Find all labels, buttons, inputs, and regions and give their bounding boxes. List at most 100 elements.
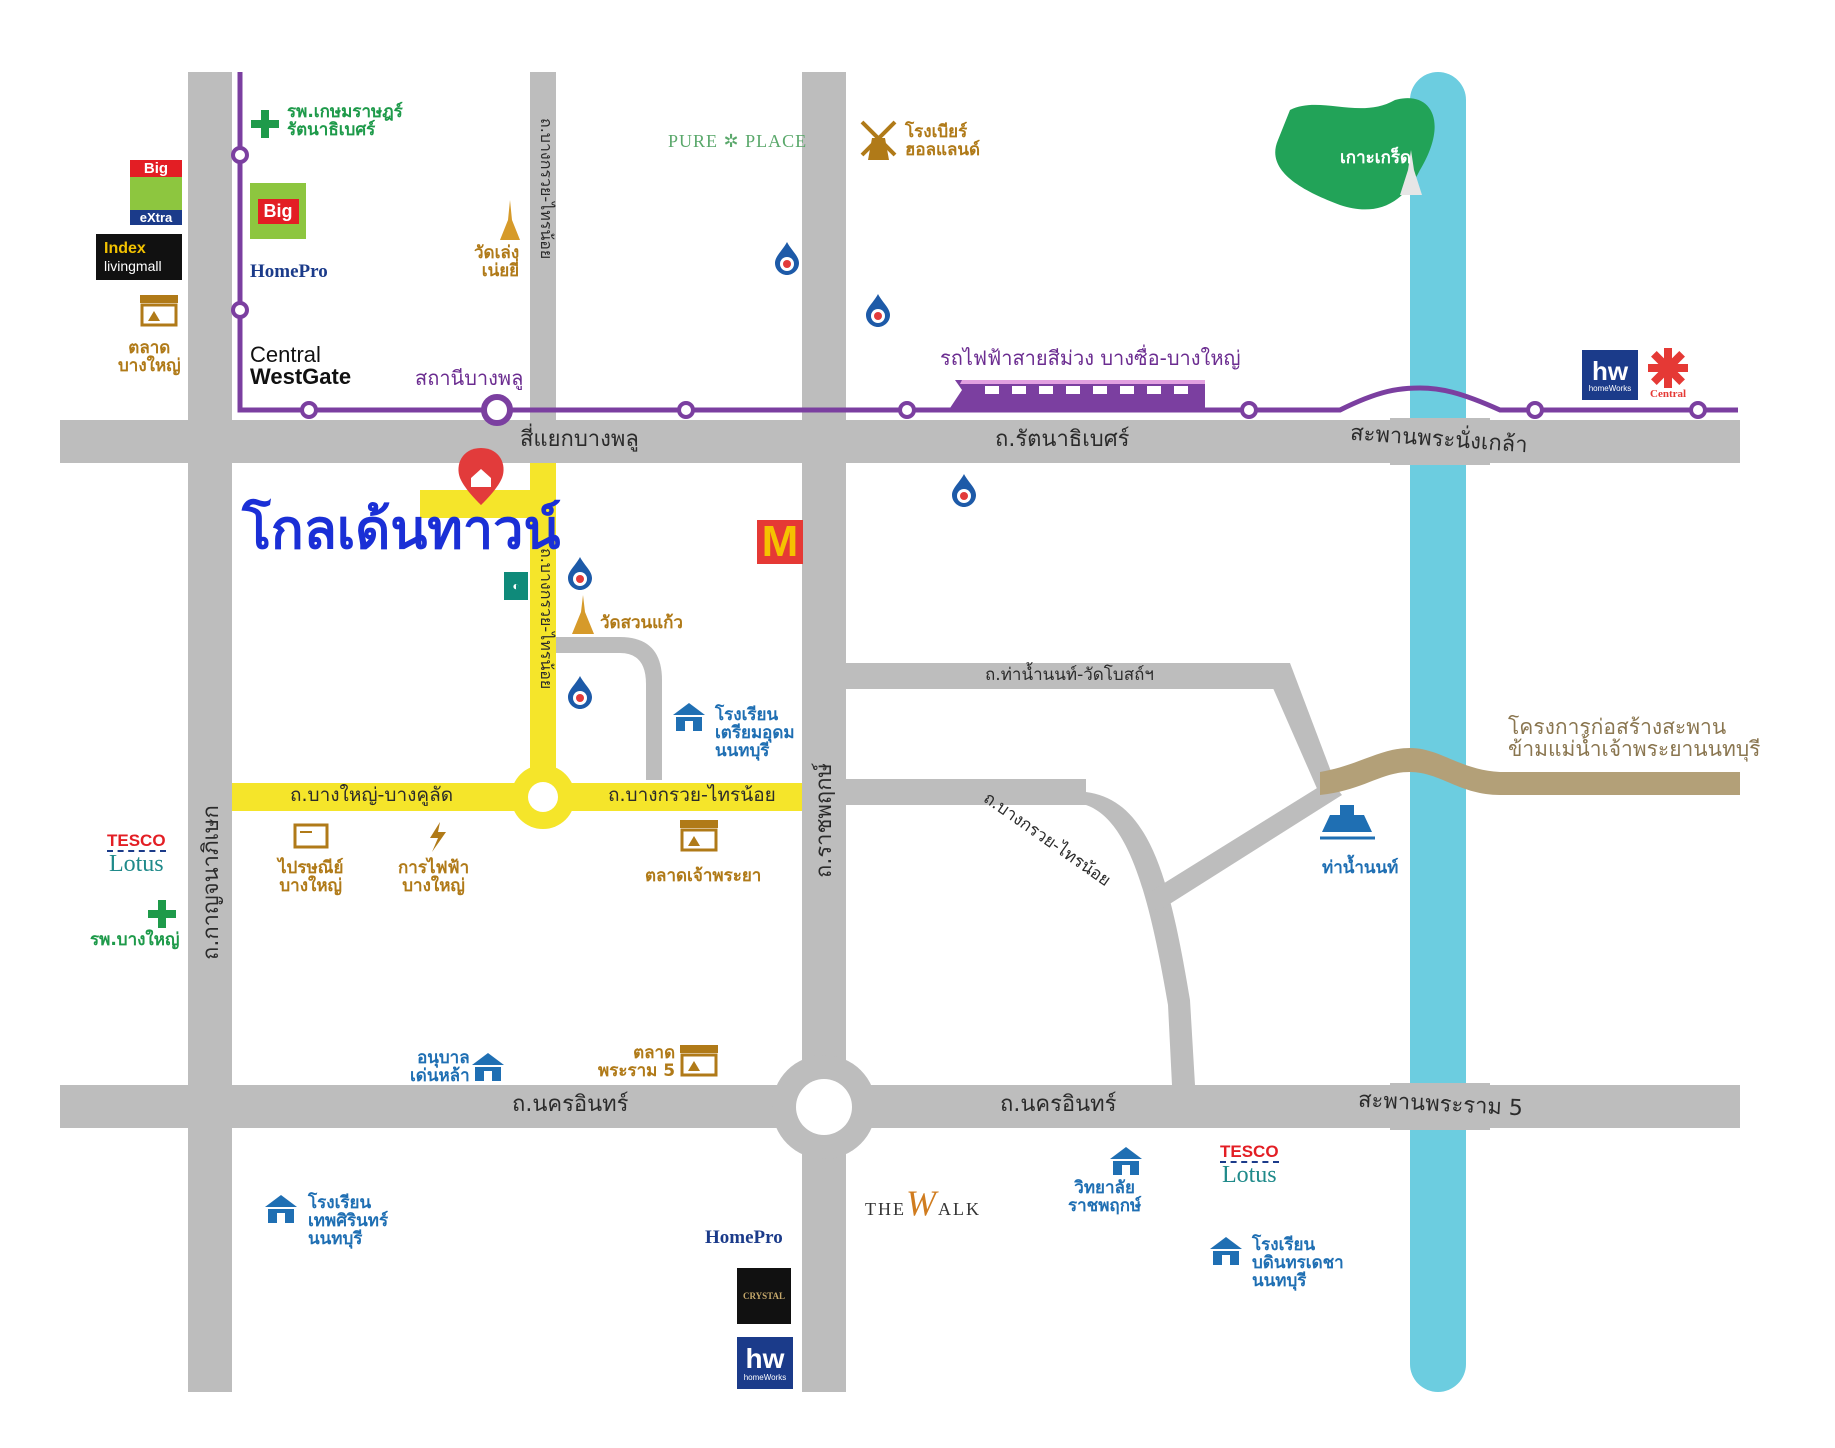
chao-phraya-river: [1410, 72, 1466, 1392]
station-dot: [231, 301, 249, 319]
label-line: การไฟฟ้า: [398, 858, 470, 878]
homepro-logo-bottom: HomePro: [705, 1227, 783, 1248]
temple-icons: [500, 200, 594, 634]
label-line: ไปรษณีย์: [278, 858, 344, 878]
label-line: บางใหญ่: [402, 875, 465, 896]
tesco-lotus-logo-right: TESCO Lotus: [1220, 1143, 1279, 1188]
label-bangyai-hospital: รพ.บางใหญ่: [90, 930, 180, 950]
label-line: ฮอลแลนด์: [905, 139, 981, 160]
label-triam-udom: โรงเรียน เตรียมอุดม นนทบุรี: [715, 706, 795, 761]
location-pin-icon: [458, 448, 504, 505]
electricity-icon: [430, 822, 446, 852]
station-bang-phlu-marker: [481, 394, 513, 426]
logo-text: homeWorks: [1588, 383, 1632, 393]
label-line: วิทยาลัย: [1074, 1178, 1135, 1198]
logo-text: HomePro: [250, 261, 328, 282]
index-livingmall-logo: Index livingmall: [96, 234, 182, 280]
label-line: ราชพฤกษ์: [1068, 1195, 1142, 1216]
logo-text: Big: [130, 160, 182, 177]
label-ratthanathibet: ถ.รัตนาธิเบศร์: [995, 427, 1130, 452]
pure-place-logo: PURE ✲ PLACE: [668, 131, 808, 151]
ptt-drop-icon: [568, 557, 592, 590]
road-bangkruai-east: [846, 779, 1086, 805]
label-kasemrad: รพ.เกษมราษฎร์ รัตนาธิเบศร์: [287, 102, 403, 140]
logo-text: Central: [250, 342, 321, 367]
label-ratchaphruek-college: วิทยาลัย ราชพฤกษ์: [1068, 1178, 1142, 1216]
purple-line-route: [237, 72, 1738, 413]
label-line: เทพศิรินทร์: [308, 1210, 389, 1231]
train-icon: [950, 380, 1205, 408]
label-post-office: ไปรษณีย์ บางใหญ่: [278, 858, 344, 896]
logo-text: W: [906, 1183, 938, 1223]
label-bangkruai-top: ถ.บางกรวย-ไทรน้อย: [537, 118, 556, 260]
label-anuban-denla: อนุบาล เด่นหล้า: [410, 1048, 470, 1086]
logo-text: CRYSTAL: [742, 1291, 786, 1301]
bigc-extra-logo: Big eXtra: [130, 160, 182, 225]
label-kanchanaphisek: ถ.กาญจนาภิเษก: [199, 805, 224, 960]
school-icon: [265, 1195, 297, 1223]
station-dot: [898, 401, 916, 419]
central-westgate-logo: Central WestGate: [250, 344, 351, 388]
bridge-project-line: [1320, 748, 1740, 795]
hospital-cross-icon: [148, 900, 176, 928]
bridge-rama5: [1390, 1083, 1490, 1130]
label-station-bang-phlu: สถานีบางพลู: [415, 366, 524, 390]
logo-text: livingmall: [104, 258, 162, 274]
label-tha-nam-non-road: ถ.ท่าน้ำนนท์-วัดโบสถ์ฯ: [985, 665, 1154, 685]
label-line: นนทบุรี: [308, 1228, 363, 1249]
logo-text: Index: [104, 240, 146, 257]
logo-text: TESCO: [1220, 1142, 1279, 1161]
label-line: เตรียมอุดม: [715, 722, 795, 743]
label-rama5-market: ตลาด พระราม 5: [598, 1044, 675, 1081]
temple-icon: [572, 595, 594, 634]
label-electricity: การไฟฟ้า บางใหญ่: [398, 858, 470, 896]
label-line: รัตนาธิเบศร์: [287, 119, 376, 140]
market-icon: [680, 820, 718, 852]
ptt-drop-icon: [866, 294, 890, 327]
crystal-logo: CRYSTAL: [737, 1268, 791, 1324]
label-line: นนทบุรี: [1252, 1270, 1307, 1291]
roundabout-yellow-center: [528, 782, 558, 812]
label-nakhon-in-left: ถ.นครอินทร์: [512, 1092, 629, 1117]
label-bridge-project: โครงการก่อสร้างสะพาน ข้ามแม่น้ำเจ้าพระยา…: [1508, 716, 1760, 760]
road-link-b: [1145, 780, 1342, 912]
label-bangkruai-mid: ถ.บางกรวย-ไทรน้อย: [537, 548, 556, 690]
post-office-icon: [293, 823, 329, 849]
label-koh-kret: เกาะเกร็ด: [1340, 148, 1412, 168]
ptt-gas-stations: [568, 242, 976, 709]
label-bangyai-bangkhusat: ถ.บางใหญ่-บางคูลัด: [290, 784, 454, 806]
ptt-drop-icon: [568, 676, 592, 709]
label-line: รพ.เกษมราษฎร์: [287, 102, 403, 122]
label-line: อนุบาล: [417, 1048, 470, 1068]
label-bodindecha: โรงเรียน บดินทรเดชา นนทบุรี: [1252, 1235, 1344, 1291]
label-line: โรงเรียน: [1252, 1235, 1316, 1255]
label-bangyai-market: ตลาด บางใหญ่: [118, 338, 181, 376]
logo-text: eXtra: [130, 210, 182, 225]
bigc-logo: Big: [250, 183, 306, 239]
the-walk-logo: THEWALK: [865, 1183, 981, 1223]
road-link-a: [1262, 663, 1338, 800]
koh-kret-island: [1275, 98, 1435, 210]
logo-text: PURE: [668, 131, 719, 151]
ptt-drop-icon: [952, 474, 976, 507]
bridge-phra-nang-klao: [1390, 418, 1490, 465]
logo-text: TESCO: [107, 831, 166, 850]
logo-text: THE: [865, 1199, 906, 1219]
label-line: ตลาด: [128, 338, 171, 358]
market-icon: [680, 1045, 718, 1077]
label-line: เด่นหล้า: [410, 1065, 470, 1086]
station-dot: [677, 401, 695, 419]
temple-icon: [500, 200, 520, 240]
road-bangkruai-curve: [1086, 792, 1195, 1085]
label-line: บดินทรเดชา: [1252, 1252, 1344, 1273]
label-line: โรงเบียร์: [905, 122, 968, 142]
logo-text: Lotus: [1220, 1160, 1279, 1188]
label-line: วัดเล่ง: [474, 243, 520, 263]
purple-line-stations: [231, 146, 1707, 419]
station-dot: [1240, 401, 1258, 419]
road-kanchanaphisek: [188, 72, 232, 1392]
mcdonalds-logo: M: [757, 517, 803, 566]
school-icon: [673, 703, 705, 731]
logo-text: homeWorks: [743, 1372, 787, 1382]
